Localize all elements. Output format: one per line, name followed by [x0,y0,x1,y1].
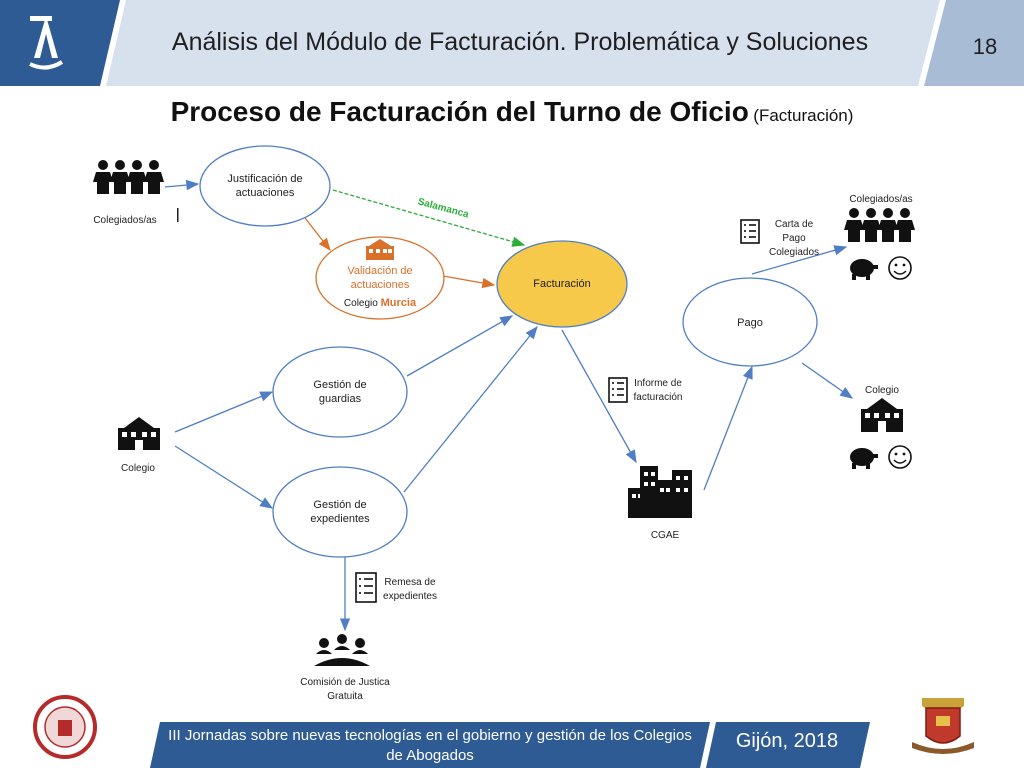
label-colegio-left: Colegio [121,463,155,474]
label-carta-pago: Carta de Pago Colegiados [768,219,820,258]
document-checklist-icon-2 [608,377,628,403]
colegio-salamanca-seal-icon [33,695,97,759]
edge-pago-colegiados [751,245,848,275]
office-buildings-icon [628,466,692,518]
node-facturacion [496,240,628,328]
footer-city: Gijón, 2018 [735,730,839,752]
label-colegiados-right: Colegiados/as [849,194,913,205]
edge-guardias-facturacion [406,315,514,377]
edge-cgae-pago [703,365,753,491]
label-validacion-colegio: Colegio Murcia [343,297,417,309]
footer-bar [150,722,870,768]
logo-icon [29,16,64,70]
school-building-icon-right [861,398,903,432]
abogacia-crest-icon [912,698,974,754]
edge-colegio-guardias [174,391,274,433]
node-guardias [272,346,408,438]
label-facturacion: Facturación [533,278,591,290]
edge-colegiados-justificacion [164,179,200,191]
piggy-bank-icon [850,259,878,280]
label-pago: Pago [737,317,763,329]
edge-justificacion-validacion [304,217,331,252]
school-orange-icon [366,239,394,260]
edge-validacion-facturacion [442,275,496,289]
edge-colegio-expedientes [174,445,274,509]
label-remesa: Remesa de expedientes [383,577,437,602]
footer-event-text: III Jornadas sobre nuevas tecnologías en… [168,727,692,764]
smiley-icon [888,256,912,280]
label-cgae: CGAE [650,530,680,541]
edge-pago-colegio [801,362,854,399]
text-cursor-mark [177,208,179,222]
slide-title: Proceso de Facturación del Turno de Ofic… [0,96,1024,128]
label-guardias: Gestión de guardias [313,379,367,405]
smiley-icon-2 [888,445,912,469]
edge-justificacion-facturacion [332,189,526,247]
header-title: Análisis del Módulo de Facturación. Prob… [171,28,869,56]
node-validacion [315,236,445,320]
header-bar [0,0,1024,86]
label-justificacion: Justificación de actuaciones [227,173,303,199]
edge-facturacion-cgae [561,329,637,464]
page-number: 18 [972,34,998,59]
label-colegio-right: Colegio [865,385,899,396]
edge-expedientes-facturacion [403,325,538,493]
label-validacion: Validación de actuaciones [347,265,413,291]
document-checklist-icon-3 [355,572,377,603]
node-pago [682,277,818,367]
node-expedientes [272,466,408,558]
label-colegiados-left: Colegiados/as [93,215,157,226]
school-building-icon [118,417,160,450]
document-checklist-icon [740,219,760,244]
label-expedientes: Gestión de expedientes [310,499,370,525]
people-group-icon [93,160,164,194]
slide-title-sub: (Facturación) [753,106,854,125]
slide-title-main: Proceso de Facturación del Turno de Ofic… [170,96,749,127]
label-informe: Informe de facturación [633,378,683,403]
people-group-icon-right [844,208,915,242]
label-comision: Comisión de Justica Gratuita [300,677,390,702]
node-justificacion [199,145,331,227]
meeting-table-icon [314,634,370,666]
piggy-bank-icon-2 [850,448,878,469]
